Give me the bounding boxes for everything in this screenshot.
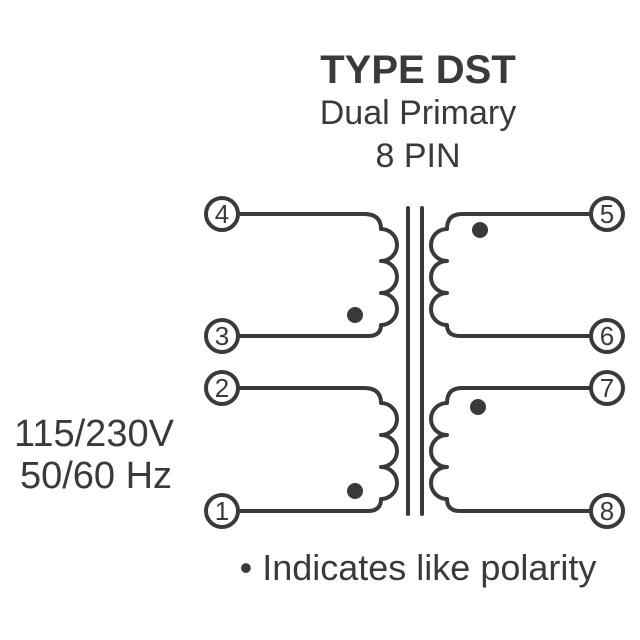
pin-4-circle (204, 196, 240, 232)
pin-count-label: 8 PIN (375, 137, 460, 175)
secondary-winding-b (429, 386, 593, 513)
polarity-dot-primary-b (347, 483, 363, 499)
pin-2-label: 2 (215, 373, 229, 403)
pin-5-terminal: 5 (589, 196, 625, 232)
polarity-dot-secondary-b (470, 399, 486, 415)
pin-8-terminal: 8 (589, 493, 625, 529)
pin-1-label: 1 (215, 496, 229, 526)
pin-3-circle (204, 318, 240, 354)
pin-5-label: 5 (600, 199, 614, 229)
pin-6-label: 6 (600, 321, 614, 351)
pin-3-terminal: 3 (204, 318, 240, 354)
pin-8-label: 8 (600, 496, 614, 526)
pin-7-circle (589, 370, 625, 406)
voltage-rating: 115/230V (14, 413, 175, 455)
pin-4-label: 4 (215, 199, 229, 229)
pin-6-terminal: 6 (589, 318, 625, 354)
polarity-dot-primary-a (347, 307, 363, 323)
pin-1-circle (204, 493, 240, 529)
pin-2-terminal: 2 (204, 370, 240, 406)
frequency-rating: 50/60 Hz (20, 455, 172, 497)
pin-7-terminal: 7 (589, 370, 625, 406)
pin-2-circle (204, 370, 240, 406)
pin-8-circle (589, 493, 625, 529)
schematic-title: TYPE DST (320, 48, 516, 92)
pin-5-circle (589, 196, 625, 232)
pin-4-terminal: 4 (204, 196, 240, 232)
polarity-legend: • Indicates like polarity (240, 547, 597, 588)
secondary-winding-a (429, 212, 593, 338)
pin-6-circle (589, 318, 625, 354)
polarity-dot-secondary-a (472, 222, 488, 238)
primary-winding-b (236, 386, 399, 513)
pin-3-label: 3 (215, 321, 229, 351)
schematic-subtitle: Dual Primary (320, 94, 516, 132)
pin-1-terminal: 1 (204, 493, 240, 529)
pin-7-label: 7 (600, 373, 614, 403)
primary-winding-a (236, 212, 399, 338)
